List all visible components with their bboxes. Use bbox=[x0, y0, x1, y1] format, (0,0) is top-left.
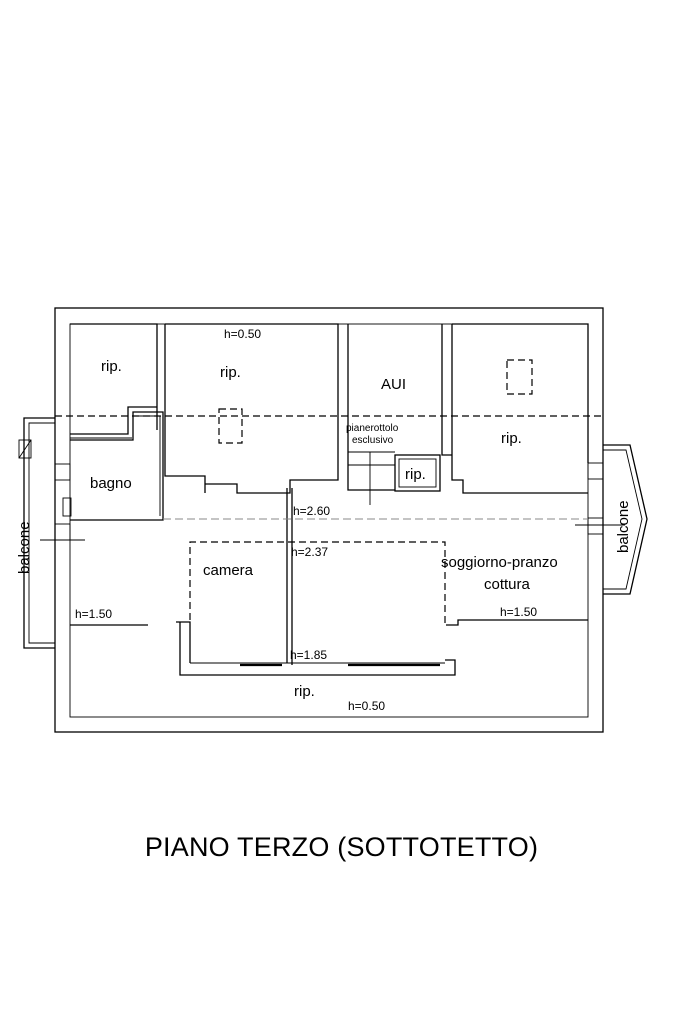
label-height-bottom: h=0.50 bbox=[348, 699, 385, 713]
label-bagno: bagno bbox=[90, 475, 132, 492]
label-balcone-right: balcone bbox=[615, 500, 632, 553]
label-soggiorno-2: cottura bbox=[484, 576, 531, 593]
room-rip-top-left bbox=[70, 323, 158, 439]
label-rip-top-center: rip. bbox=[220, 364, 241, 381]
label-height-lower: h=1.85 bbox=[290, 648, 327, 662]
page-title: PIANO TERZO (SOTTOTETTO) bbox=[144, 832, 539, 862]
label-balcone-left: balcone bbox=[16, 521, 33, 574]
label-pianerottolo-1: pianerottolo bbox=[346, 423, 399, 434]
balcony-left bbox=[18, 417, 85, 649]
label-rip-bottom: rip. bbox=[294, 683, 315, 700]
label-camera: camera bbox=[203, 562, 254, 579]
label-rip-small: rip. bbox=[405, 466, 426, 483]
label-height-center2: h=2.37 bbox=[291, 545, 328, 559]
label-rip-top-left: rip. bbox=[101, 358, 122, 375]
label-height-left: h=1.50 bbox=[75, 607, 112, 621]
room-bagno bbox=[62, 411, 164, 521]
label-height-right: h=1.50 bbox=[500, 605, 537, 619]
room-rip-right bbox=[451, 323, 589, 494]
room-rip-top-center bbox=[164, 323, 339, 494]
camera-outline bbox=[189, 541, 446, 625]
label-rip-right: rip. bbox=[501, 430, 522, 447]
label-pianerottolo-2: esclusivo bbox=[352, 435, 394, 446]
partitions bbox=[70, 488, 588, 676]
label-height-center: h=2.60 bbox=[293, 504, 330, 518]
label-soggiorno-1: soggiorno-pranzo bbox=[441, 554, 558, 571]
balcony-right bbox=[575, 444, 648, 595]
room-aui bbox=[347, 324, 452, 505]
label-aui: AUI bbox=[381, 376, 406, 393]
label-height-top: h=0.50 bbox=[224, 327, 261, 341]
